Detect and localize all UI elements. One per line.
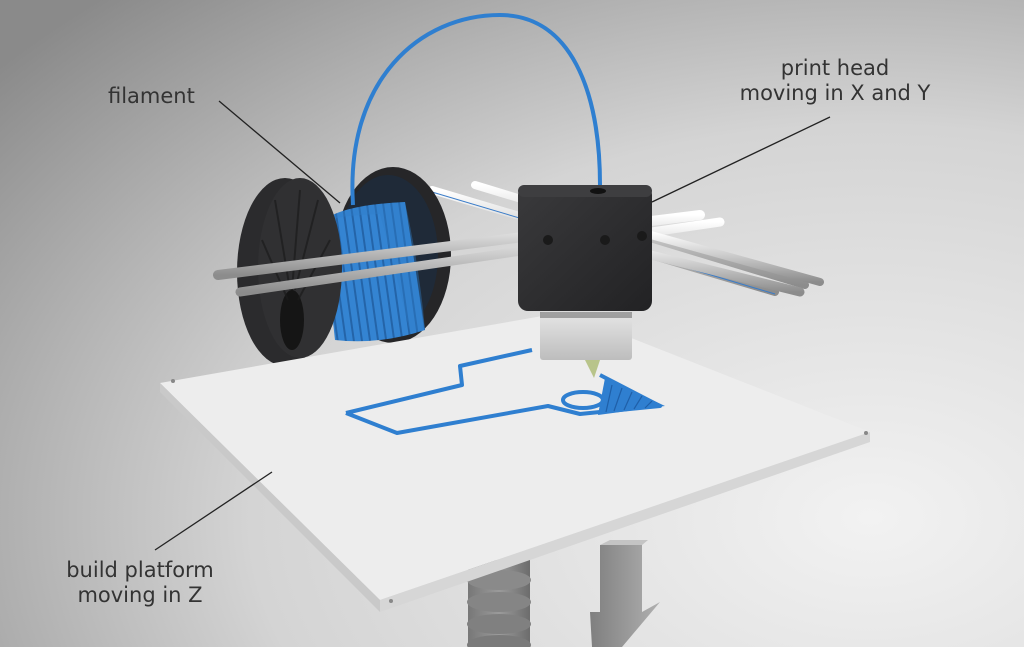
filament-strand xyxy=(350,12,602,206)
print-head xyxy=(518,185,652,378)
filament-spool xyxy=(237,167,451,366)
build-platform-label-line2: moving in Z xyxy=(77,583,203,607)
z-direction-arrow-icon xyxy=(590,540,660,647)
print-head-label: print head moving in X and Y xyxy=(700,56,970,106)
filament-label: filament xyxy=(108,84,195,108)
print-head-label-line2: moving in X and Y xyxy=(739,81,931,105)
infill-triangle xyxy=(598,378,665,415)
leader-lines xyxy=(154,100,831,551)
build-platform-label-line1: build platform xyxy=(66,558,214,582)
print-head-label-line1: print head xyxy=(780,56,890,80)
build-platform-label: build platform moving in Z xyxy=(40,558,240,608)
build-platform xyxy=(160,312,870,612)
